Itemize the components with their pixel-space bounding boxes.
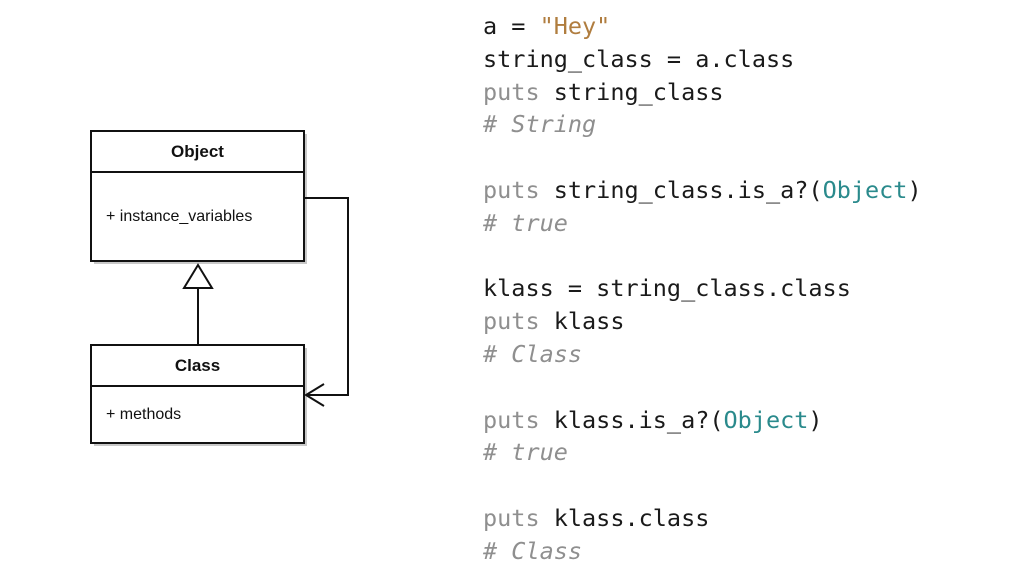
code-line	[483, 469, 922, 502]
code-line: # Class	[483, 338, 922, 371]
code-keyword: puts	[483, 307, 540, 336]
code-comment: # Class	[483, 339, 583, 368]
code-constant: Object	[822, 175, 908, 204]
code-line	[483, 240, 922, 273]
class-box-member: + methods	[106, 406, 181, 423]
code-line	[483, 141, 922, 174]
code-text: )	[907, 175, 922, 204]
code-text: klass	[539, 307, 625, 336]
code-line: puts klass	[483, 305, 922, 338]
code-text: klass = string_class.class	[483, 274, 851, 303]
code-keyword: puts	[483, 77, 540, 106]
object-class-box: Object + instance_variables	[90, 130, 307, 264]
code-text: klass.class	[539, 503, 710, 532]
code-line: puts string_class	[483, 76, 922, 109]
code-line: # true	[483, 207, 922, 240]
class-box-title: Class	[175, 356, 220, 375]
open-arrowhead-icon	[304, 383, 325, 407]
code-line: # true	[483, 436, 922, 469]
code-text: string_class.is_a?(	[539, 175, 823, 204]
code-line: puts string_class.is_a?(Object)	[483, 174, 922, 207]
code-text: string_class	[539, 77, 724, 106]
code-string: "Hey"	[539, 12, 611, 40]
inheritance-triangle-icon	[182, 263, 214, 289]
code-comment: # String	[483, 110, 597, 139]
code-line: string_class = a.class	[483, 43, 922, 76]
code-keyword: puts	[483, 175, 540, 204]
instance-of-line	[304, 197, 349, 396]
code-constant: Object	[723, 405, 809, 434]
code-line: puts klass.class	[483, 502, 922, 535]
code-line: klass = string_class.class	[483, 272, 922, 305]
code-line: a = "Hey"	[483, 10, 922, 43]
class-box-frame	[90, 344, 305, 444]
code-keyword: puts	[483, 503, 540, 532]
instance-of-arrow	[304, 197, 349, 407]
object-box-member: + instance_variables	[106, 208, 252, 225]
object-box-title: Object	[171, 142, 224, 161]
code-line: puts klass.is_a?(Object)	[483, 404, 922, 437]
code-text: string_class = a.class	[483, 44, 795, 73]
code-comment: # true	[483, 208, 568, 237]
uml-class-diagram: Object + instance_variables Class + meth…	[90, 130, 349, 446]
code-text: a =	[483, 12, 540, 40]
code-line: # Class	[483, 535, 922, 568]
code-text: klass.is_a?(	[539, 405, 724, 434]
code-comment: # Class	[483, 536, 583, 565]
object-box-frame	[90, 130, 305, 262]
class-class-box: Class + methods	[90, 344, 307, 446]
inheritance-arrow	[182, 263, 214, 345]
code-keyword: puts	[483, 405, 540, 434]
code-comment: # true	[483, 438, 568, 467]
code-text: )	[808, 405, 823, 434]
code-line	[483, 371, 922, 404]
code-line: # String	[483, 108, 922, 141]
